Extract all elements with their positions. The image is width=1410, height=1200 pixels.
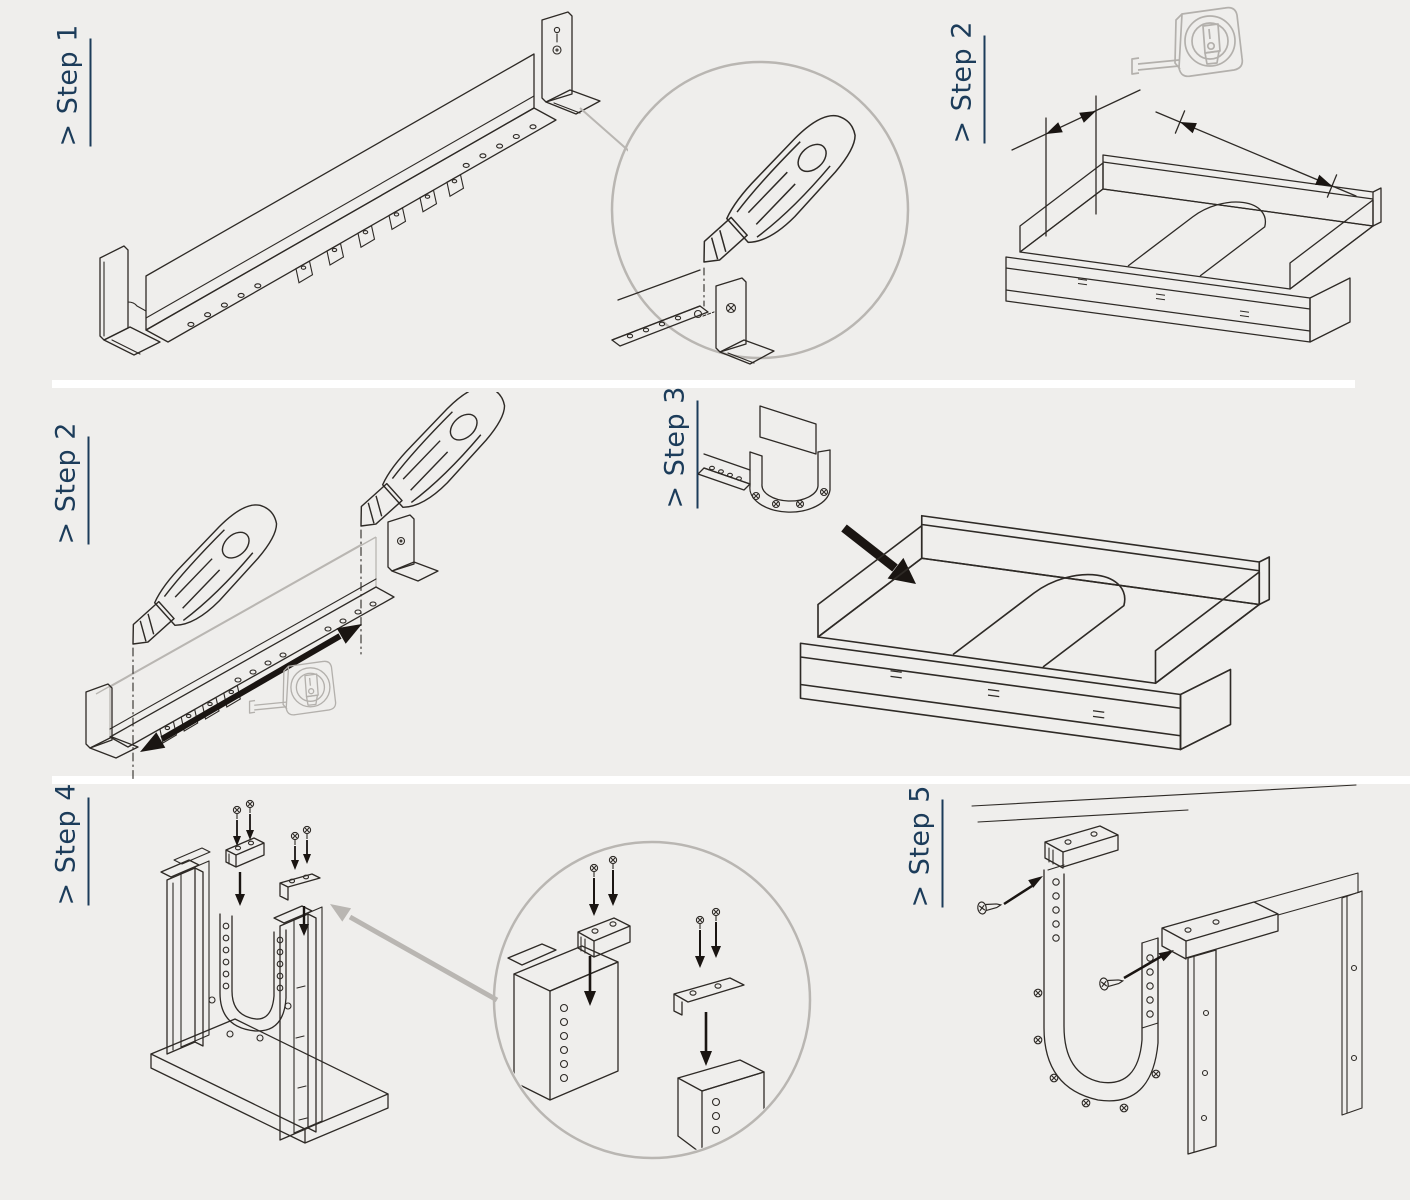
screw-arrows [695, 922, 721, 1066]
end-clip-bracket-left [99, 245, 161, 356]
step4-bracket-illustration [150, 799, 499, 1144]
screw-icon [589, 863, 599, 878]
insert-arrow [841, 524, 916, 584]
side-screw-icon [1098, 974, 1125, 992]
step1-rail-illustration [99, 11, 628, 356]
top-block-bracket [577, 917, 631, 958]
screw-arrows [233, 814, 254, 906]
utility-knife-icon [682, 103, 873, 284]
step-5-label: > Step 5 [904, 785, 944, 908]
measure-double-arrow [140, 624, 362, 752]
screw-icon [232, 805, 242, 820]
u-channel-part [1033, 864, 1161, 1113]
utility-knife-icon [340, 392, 514, 546]
u-channel-part [698, 405, 831, 513]
right-vertical-panels [273, 905, 323, 1141]
screw-icon [245, 799, 255, 814]
section-divider [52, 380, 1355, 388]
u-channel-part [208, 913, 292, 1042]
bracket-detail-magnifier [492, 840, 812, 1160]
screw-arrow [1003, 876, 1043, 906]
knife-detail-magnifier [610, 60, 910, 365]
screw-icon [711, 907, 721, 922]
screw-arrow [1123, 950, 1174, 980]
rail-holes [187, 124, 537, 327]
step2-measuring-illustration [1005, 6, 1382, 343]
magnifier-circle [610, 60, 910, 360]
step-2-measure-label: > Step 2 [946, 21, 986, 144]
cut-dash-line [132, 529, 362, 780]
screw-icon [290, 831, 300, 846]
end-clip-bracket-left [85, 683, 139, 759]
step3-insert-illustration [698, 405, 1271, 751]
dimension-arrows [1011, 89, 1357, 237]
rail-tabs [295, 174, 465, 284]
counter-edge [971, 784, 1357, 823]
step-1-label: > Step 1 [52, 24, 92, 147]
base-plank [150, 1018, 389, 1144]
left-vertical-panels [160, 847, 211, 1055]
side-screw-icon [976, 898, 1003, 916]
left-top-cap [1044, 825, 1119, 869]
detail-callout-arrow [330, 904, 499, 1003]
top-block-bracket [225, 837, 265, 868]
section-divider [52, 776, 1410, 784]
end-clip-bracket [693, 277, 775, 365]
flat-l-bracket [673, 977, 745, 1016]
screw-icon [695, 915, 705, 930]
screw-arrows [291, 840, 311, 936]
step-4-label: > Step 4 [50, 783, 90, 906]
magnifier-circle [492, 840, 812, 1160]
step5-mount-illustration [971, 784, 1363, 1155]
tape-measure-icon [1131, 6, 1244, 78]
flat-l-bracket [279, 873, 321, 901]
utility-knife-icon [112, 493, 293, 664]
right-vertical-rail [1187, 890, 1363, 1155]
screw-icon [302, 825, 312, 840]
right-top-cap [1161, 872, 1361, 960]
callout-leader-line [579, 107, 628, 152]
mounting-rail [95, 536, 395, 748]
step-3-label: > Step 3 [659, 386, 699, 509]
left-panel-corner [507, 943, 619, 1101]
screw-icon [608, 855, 618, 870]
rail-end [611, 269, 709, 347]
right-panel-corner [677, 1059, 765, 1155]
end-clip-bracket-right [387, 514, 439, 582]
mounting-rail [145, 53, 557, 343]
tape-measure-icon [248, 660, 337, 716]
end-clip-bracket-right [541, 11, 601, 115]
screw-arrows [584, 870, 618, 1006]
step2-cutting-illustration [85, 392, 514, 780]
